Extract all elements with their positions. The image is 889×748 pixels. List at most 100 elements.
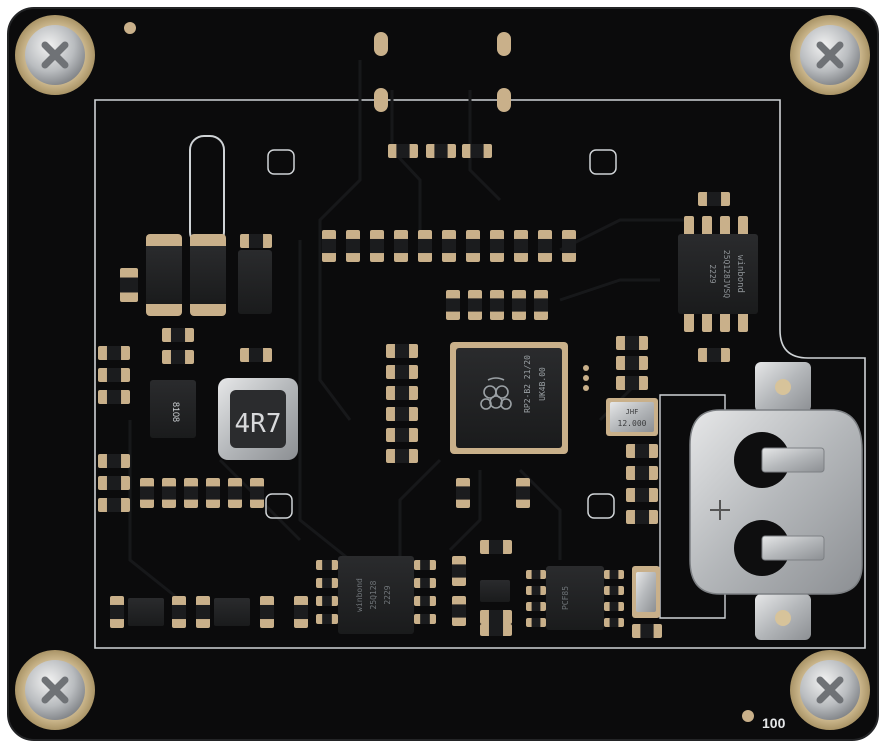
transistors xyxy=(128,598,250,626)
crystal-line2: 12.000 xyxy=(618,419,647,428)
smd-part xyxy=(414,578,436,588)
smd-part xyxy=(386,428,418,442)
smd-part xyxy=(316,578,338,588)
smd-part xyxy=(526,586,546,595)
smd-part xyxy=(386,449,418,463)
diode-left xyxy=(146,234,182,316)
smd-part xyxy=(414,596,436,606)
smd-part xyxy=(184,478,198,508)
regulator-chip xyxy=(238,250,272,314)
smd-part xyxy=(240,348,272,362)
smd-part xyxy=(480,540,512,554)
flash-bottom-line1: 25Q128 xyxy=(369,580,378,609)
smd-part xyxy=(386,344,418,358)
smd-part xyxy=(162,328,194,342)
smd-part xyxy=(452,596,466,626)
flash-chip-bottom: winbond 25Q128 2229 xyxy=(338,556,414,634)
smd-part xyxy=(468,290,482,320)
smd-part xyxy=(98,476,130,490)
smd-part xyxy=(526,570,546,579)
screw-bottom-left xyxy=(15,650,95,730)
smd-part xyxy=(516,478,530,508)
smd-part xyxy=(98,346,130,360)
rp2040-chip: RP2-B2 21/20 UK4B.00 xyxy=(450,342,568,454)
ic-left: 8108 xyxy=(150,380,196,438)
smd-part xyxy=(626,466,658,480)
smd-part xyxy=(616,336,648,350)
smd-part xyxy=(98,390,130,404)
crystal-line1: JHF xyxy=(626,408,639,416)
smd-part xyxy=(316,596,338,606)
flash-top-brand: winbond xyxy=(735,255,745,293)
smd-part xyxy=(414,614,436,624)
ic-left-label: 8108 xyxy=(171,402,181,422)
screw-top-right xyxy=(790,15,870,95)
smd-part xyxy=(526,602,546,611)
screw-bottom-right xyxy=(790,650,870,730)
smd-part xyxy=(386,386,418,400)
smd-part xyxy=(512,290,526,320)
flash-chip-top: winbond 25Q128JVSQ 2229 xyxy=(678,216,758,332)
smd-part xyxy=(162,350,194,364)
smd-part xyxy=(616,356,648,370)
smd-part xyxy=(206,478,220,508)
smd-part xyxy=(480,610,512,624)
rp2040-line2: UK4B.00 xyxy=(538,367,547,401)
flash-bottom-brand: winbond xyxy=(355,578,364,612)
smd-part xyxy=(260,596,274,628)
smd-part xyxy=(346,230,360,262)
crystal: JHF 12.000 xyxy=(606,398,658,436)
smd-part xyxy=(386,407,418,421)
diode-right xyxy=(190,234,226,316)
smd-part xyxy=(394,230,408,262)
smd-part xyxy=(250,478,264,508)
coin-cell-holder xyxy=(689,362,863,640)
corner-number: 100 xyxy=(762,715,786,731)
smd-part xyxy=(442,230,456,262)
smd-part xyxy=(172,596,186,628)
smd-part xyxy=(698,348,730,362)
smd-part xyxy=(604,602,624,611)
smd-part xyxy=(604,570,624,579)
smd-part xyxy=(388,144,418,158)
smd-part xyxy=(616,376,648,390)
smd-part xyxy=(414,560,436,570)
smd-part xyxy=(294,596,308,628)
smd-part xyxy=(98,498,130,512)
raspberry-pi-logo xyxy=(480,377,512,410)
smd-part xyxy=(110,596,124,628)
smd-part xyxy=(562,230,576,262)
smd-part xyxy=(538,230,552,262)
flash-bottom-line2: 2229 xyxy=(383,585,392,604)
smd-part xyxy=(418,230,432,262)
smd-part xyxy=(534,290,548,320)
top-slots xyxy=(374,32,511,112)
test-pads xyxy=(265,149,617,519)
smd-part xyxy=(426,144,456,158)
rp2040-line1: RP2-B2 21/20 xyxy=(523,355,532,413)
smd-part xyxy=(196,596,210,628)
smd-part xyxy=(316,560,338,570)
smd-part xyxy=(480,624,512,636)
smd-part xyxy=(456,478,470,508)
inductor: 4R7 xyxy=(218,378,298,460)
smd-part xyxy=(626,488,658,502)
smd-part xyxy=(452,556,466,586)
silkscreen-outline xyxy=(94,99,866,649)
smd-part xyxy=(98,454,130,468)
flash-top-line1: 25Q128JVSQ xyxy=(722,250,731,298)
rtc-label: PCF85 xyxy=(561,586,570,610)
rtc-chip: PCF85 xyxy=(546,566,604,630)
smd-part xyxy=(386,365,418,379)
smd-part xyxy=(370,230,384,262)
smd-part xyxy=(698,192,730,206)
smd-part xyxy=(240,234,272,248)
smd-part xyxy=(120,268,138,302)
smd-part xyxy=(514,230,528,262)
smd-part xyxy=(490,290,504,320)
smd-part xyxy=(140,478,154,508)
smd-part xyxy=(462,144,492,158)
flash-top-line2: 2229 xyxy=(708,264,717,283)
pcb-board xyxy=(8,8,878,740)
